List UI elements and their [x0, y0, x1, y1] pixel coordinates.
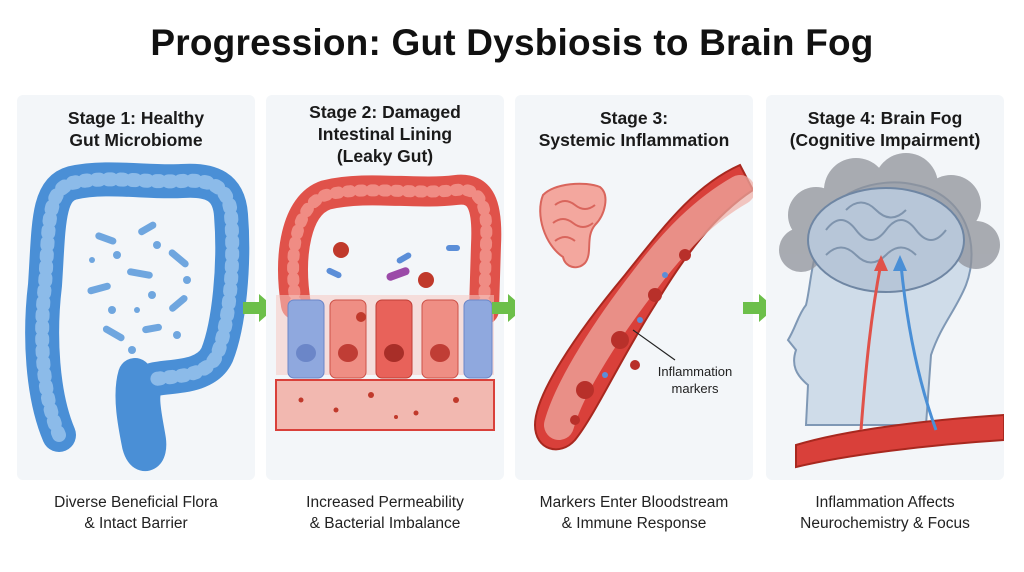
blood-vessel-illustration [533, 163, 753, 451]
stage-3-title: Stage 3: Systemic Inflammation [538, 108, 730, 150]
stage-2-caption: Increased Permeability & Bacterial Imbal… [306, 494, 464, 532]
stage-3-caption: Markers Enter Bloodstream & Immune Respo… [539, 494, 729, 532]
stage-3-panel: Stage 3: Systemic Inflammation Inflammat… [515, 95, 753, 480]
healthy-colon-illustration [25, 162, 250, 471]
leaky-gut-illustration [275, 174, 502, 431]
inflammation-markers-label: Inflammation markers [657, 364, 733, 396]
page-title: Progression: Gut Dysbiosis to Brain Fog [150, 22, 874, 63]
stage-4-title: Stage 4: Brain Fog (Cognitive Impairment… [789, 108, 981, 150]
stage-4-caption: Inflammation Affects Neurochemistry & Fo… [800, 494, 970, 532]
stage-2-panel: Stage 2: Damaged Intestinal Lining (Leak… [266, 95, 504, 480]
stage-1-caption: Diverse Beneficial Flora & Intact Barrie… [54, 494, 218, 532]
stage-4-panel: Stage 4: Brain Fog (Cognitive Impairment… [766, 95, 1004, 480]
stage-2-title: Stage 2: Damaged Intestinal Lining (Leak… [309, 102, 461, 166]
brain-fog-illustration [779, 153, 1004, 469]
stage-1-panel: Stage 1: Healthy Gut Microbiome [17, 95, 255, 480]
stage-1-title: Stage 1: Healthy Gut Microbiome [67, 108, 205, 150]
